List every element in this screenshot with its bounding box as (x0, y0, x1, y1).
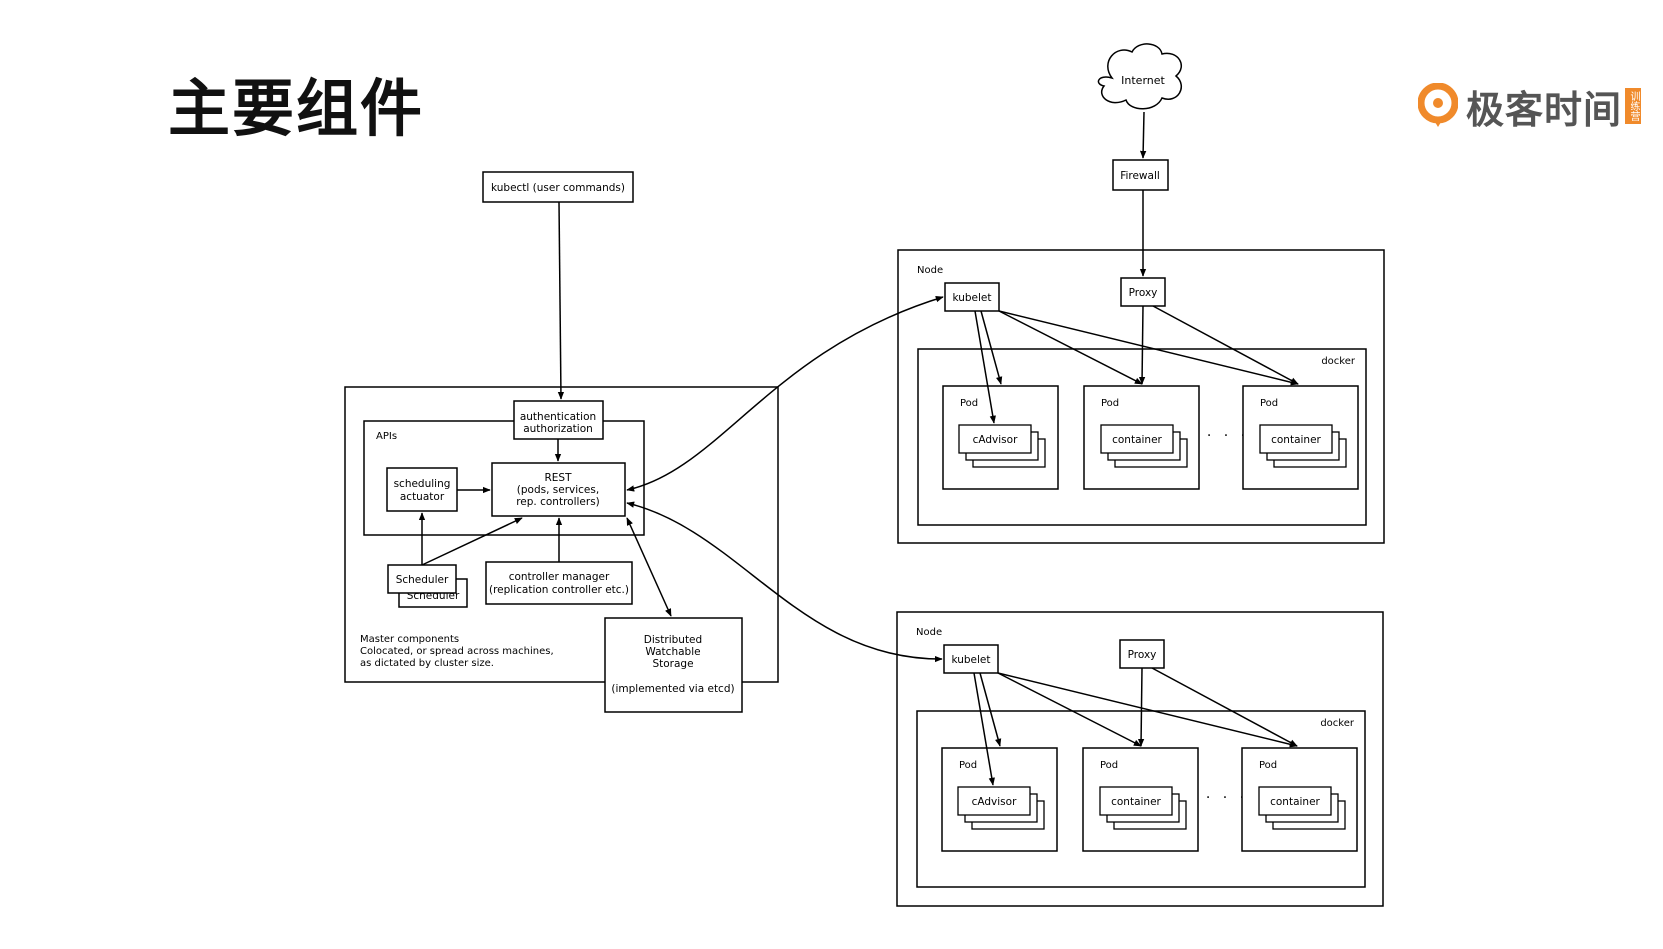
node-label: Node (917, 265, 943, 276)
scheduler-label: Scheduler (396, 574, 449, 586)
n2-proxy-pod3-arrow (1151, 667, 1298, 747)
kubelet-box: kubelet (943, 644, 999, 674)
pod-2: Pod container (1082, 747, 1199, 852)
rest-line-1: REST (544, 472, 572, 484)
n1-proxy-pod2-arrow (1138, 305, 1146, 385)
master-caption-3: as dictated by cluster size. (360, 658, 494, 669)
n1-kubelet-pod1-arrow (980, 310, 1003, 385)
kubectl-to-auth-arrow (557, 201, 565, 400)
pod-inner-label: cAdvisor (973, 434, 1018, 446)
internet-to-firewall-arrow (1139, 111, 1147, 159)
docker-label: docker (1321, 356, 1356, 367)
geek-logo-icon (1418, 83, 1458, 127)
apis-label: APIs (376, 431, 397, 442)
pod-ellipsis: · · · (1207, 428, 1249, 444)
storage-line-5: (implemented via etcd) (611, 683, 734, 695)
proxy-box: Proxy (1120, 277, 1166, 307)
controller-line-1: controller manager (509, 571, 610, 583)
pod-inner-label: container (1271, 434, 1321, 446)
kubelet-label: kubelet (951, 654, 990, 666)
firewall-label: Firewall (1120, 170, 1160, 182)
controller-manager-box: controller manager (replication controll… (485, 561, 633, 605)
pod-1: Pod cAdvisor (941, 747, 1058, 852)
n1-kubelet-pod3-arrow (998, 310, 1299, 386)
storage-line-2: Watchable (645, 646, 700, 658)
scheduler-box: Scheduler Scheduler (387, 564, 468, 608)
pod-3: Pod container (1241, 747, 1358, 852)
proxy-label: Proxy (1129, 287, 1158, 299)
kubectl-label: kubectl (user commands) (491, 182, 625, 194)
auth-box: authentication authorization (513, 400, 604, 440)
pod-3: Pod container (1242, 385, 1359, 490)
pod-inner-label: container (1112, 434, 1162, 446)
pod-inner-label: container (1111, 796, 1161, 808)
storage-box: Distributed Watchable Storage (implement… (604, 617, 743, 713)
pod-ellipsis: · · · (1206, 790, 1248, 806)
scheduling-line-2: actuator (400, 491, 445, 503)
pod-inner-label: container (1270, 796, 1320, 808)
scheduler-to-rest-arrow (421, 517, 523, 566)
storage-line-1: Distributed (644, 634, 702, 646)
pod-inner-label: cAdvisor (972, 796, 1017, 808)
pod-label: Pod (1259, 760, 1277, 771)
kubelet-label: kubelet (952, 292, 991, 304)
pod-label: Pod (1100, 760, 1118, 771)
scheduling-actuator-box: scheduling actuator (386, 467, 458, 512)
pod-label: Pod (1260, 398, 1278, 409)
pod-1: Pod cAdvisor (942, 385, 1059, 490)
n1-kubelet-cadvisor-arrow (974, 310, 996, 424)
brand-logo: 极客时间 训练营 (1418, 78, 1642, 134)
storage-line-3: Storage (652, 658, 693, 670)
n1-proxy-pod3-arrow (1152, 305, 1299, 385)
page-title: 主要组件 (168, 72, 425, 145)
n2-kubelet-cadvisor-arrow (973, 672, 995, 786)
master-caption-1: Master components (360, 634, 459, 645)
firewall-box: Firewall (1112, 159, 1169, 191)
n1-kubelet-pod2-arrow (998, 310, 1143, 385)
master-caption-2: Colocated, or spread across machines, (360, 646, 554, 657)
brand-logo-tag: 训练营 (1625, 88, 1642, 124)
kubelet-box: kubelet (944, 282, 1000, 312)
connectors (418, 111, 1299, 786)
auth-line-1: authentication (520, 411, 596, 423)
docker-label: docker (1320, 718, 1355, 729)
scheduling-line-1: scheduling (394, 478, 451, 490)
brand-logo-text: 极客时间 (1466, 87, 1623, 132)
internet-label: Internet (1121, 74, 1165, 87)
pod-label: Pod (960, 398, 978, 409)
internet-cloud: Internet (1097, 43, 1182, 110)
n2-kubelet-pod2-arrow (997, 672, 1142, 747)
rest-line-2: (pods, services, (517, 484, 599, 496)
node-1: Node kubelet Proxy docker Pod cAdvisor P… (897, 249, 1385, 544)
pod-label: Pod (1101, 398, 1119, 409)
node-2: Node kubelet Proxy docker Pod cAdvisor P… (896, 611, 1384, 907)
rest-line-3: rep. controllers) (516, 496, 600, 508)
node-label: Node (916, 627, 942, 638)
n2-kubelet-pod1-arrow (979, 672, 1002, 747)
auth-line-2: authorization (523, 423, 593, 435)
rest-kubelet-2-arrow (626, 501, 943, 663)
kubectl-box: kubectl (user commands) (482, 171, 634, 203)
n2-kubelet-pod3-arrow (997, 672, 1298, 748)
rest-kubelet-1-arrow (626, 296, 944, 492)
pod-2: Pod container (1083, 385, 1200, 490)
proxy-box: Proxy (1119, 639, 1165, 669)
n2-proxy-pod2-arrow (1137, 667, 1145, 747)
pod-label: Pod (959, 760, 977, 771)
controller-line-2: (replication controller etc.) (489, 584, 629, 596)
rest-box: REST (pods, services, rep. controllers) (491, 462, 626, 517)
proxy-label: Proxy (1128, 649, 1157, 661)
